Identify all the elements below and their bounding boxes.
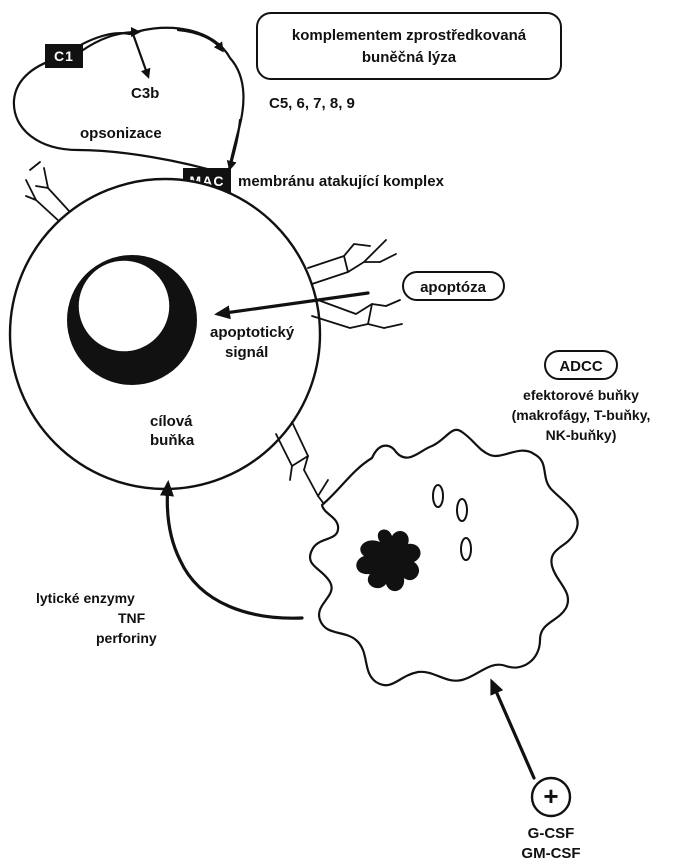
antibody-adcc-bridge xyxy=(276,422,330,512)
antibody-apoptosis-upper xyxy=(308,240,396,284)
lysis-label-line1: komplementem zprostředkovaná xyxy=(292,27,527,44)
complement-cascade: C1 C3b opsonizace MAC membránu atakující… xyxy=(14,13,561,194)
nucleus-clear-region xyxy=(78,260,170,352)
granule-3 xyxy=(461,538,471,560)
granule-1 xyxy=(433,485,443,507)
c5-9-label: C5, 6, 7, 8, 9 xyxy=(269,95,355,112)
adcc-badge-label: ADCC xyxy=(559,358,602,375)
apoptotic-signal-line2: signál xyxy=(225,344,268,361)
granule-2 xyxy=(457,499,467,521)
stimulation-line1: G-CSF xyxy=(528,825,575,842)
lysis-box xyxy=(257,13,561,79)
effector-line2: (makrofágy, T-buňky, xyxy=(512,407,651,423)
stimulation-arrow xyxy=(492,682,534,778)
opsonization-label: opsonizace xyxy=(80,125,162,142)
lytic-line2: TNF xyxy=(118,610,146,626)
antibody-apoptosis-lower xyxy=(312,300,402,328)
target-cell-label-line1: cílová xyxy=(150,413,193,430)
c1-label: C1 xyxy=(54,48,74,64)
effector-line1: efektorové buňky xyxy=(523,387,639,403)
mac-description: membránu atakující komplex xyxy=(238,173,445,190)
lysis-label-line2: buněčná lýza xyxy=(362,49,457,66)
cascade-arrow-to-mac xyxy=(230,120,240,168)
stimulation-plus-symbol: + xyxy=(543,781,558,811)
effector-cell-membrane xyxy=(310,430,578,685)
lytic-line1: lytické enzymy xyxy=(36,590,135,606)
c3b-branch-arrow xyxy=(133,34,148,76)
lytic-arrow xyxy=(167,484,302,618)
stimulation-line2: GM-CSF xyxy=(521,845,580,862)
target-cell-label-line2: buňka xyxy=(150,432,195,449)
effector-line3: NK-buňky) xyxy=(546,427,617,443)
apoptotic-signal-line1: apoptotický xyxy=(210,324,295,341)
antibody-upper-left xyxy=(26,162,70,222)
effector-cell xyxy=(310,430,578,685)
c3b-label: C3b xyxy=(131,85,159,102)
apoptosis-badge-label: apoptóza xyxy=(420,279,486,296)
lytic-line3: perforiny xyxy=(96,630,157,646)
